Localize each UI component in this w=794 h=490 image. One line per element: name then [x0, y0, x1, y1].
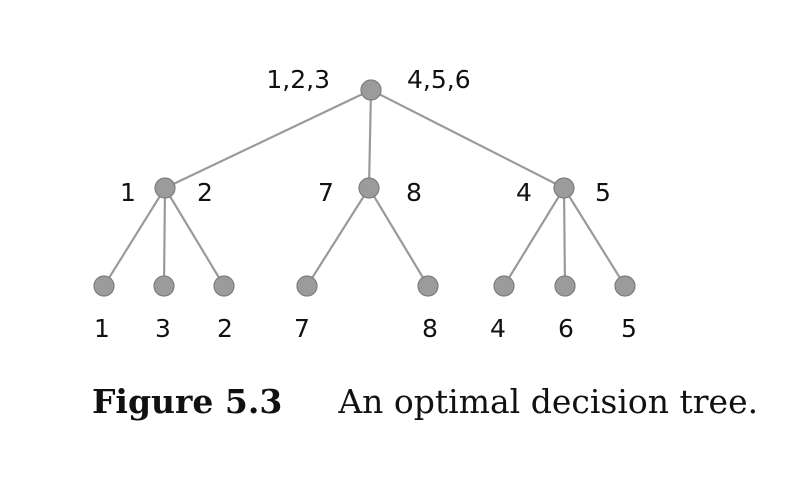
leaf-label: 3 [155, 314, 171, 343]
internal-node-1 [154, 177, 176, 199]
root-left-label: 1,2,3 [266, 65, 330, 94]
leaf-label: 6 [558, 314, 574, 343]
leaf-node [93, 275, 115, 297]
leaf-node [614, 275, 636, 297]
leaf-node [417, 275, 439, 297]
edge-node-1-to-leaf-3 [163, 186, 226, 288]
figure-caption-text: An optimal decision tree. [338, 382, 759, 421]
edge-root-to-node-1 [163, 88, 373, 190]
internal-node-3 [553, 177, 575, 199]
figure-caption: Figure 5.3 An optimal decision tree. [92, 382, 758, 421]
figure-number: Figure 5.3 [92, 382, 283, 421]
leaf-label: 4 [490, 314, 506, 343]
internal-node-1-left-label: 1 [120, 178, 136, 207]
leaf-label: 8 [422, 314, 438, 343]
leaf-node [493, 275, 515, 297]
leaf-node [213, 275, 235, 297]
leaf-label: 1 [94, 314, 110, 343]
internal-node-1-right-label: 2 [197, 178, 213, 207]
internal-node-3-left-label: 4 [516, 178, 532, 207]
edge-node-3-to-leaf-2 [562, 186, 567, 288]
leaf-node [296, 275, 318, 297]
edge-root-to-node-3 [369, 88, 566, 190]
leaf-label: 7 [294, 314, 310, 343]
internal-node-2-right-label: 8 [406, 178, 422, 207]
edge-node-3-to-leaf-3 [562, 186, 627, 288]
internal-node-3-right-label: 5 [595, 178, 611, 207]
edge-node-1-to-leaf-2 [162, 186, 167, 288]
edge-root-to-node-2 [367, 88, 373, 190]
root-node [360, 79, 382, 101]
edge-node-1-to-leaf-1 [102, 186, 167, 288]
internal-node-2-left-label: 7 [318, 178, 334, 207]
root-right-label: 4,5,6 [407, 65, 471, 94]
edge-node-2-to-leaf-1 [305, 186, 371, 288]
edge-node-3-to-leaf-1 [502, 186, 566, 288]
leaf-node [153, 275, 175, 297]
leaf-node [554, 275, 576, 297]
leaf-label: 2 [217, 314, 233, 343]
internal-node-2 [358, 177, 380, 199]
edge-node-2-to-leaf-2 [367, 186, 430, 288]
leaf-label: 5 [621, 314, 637, 343]
